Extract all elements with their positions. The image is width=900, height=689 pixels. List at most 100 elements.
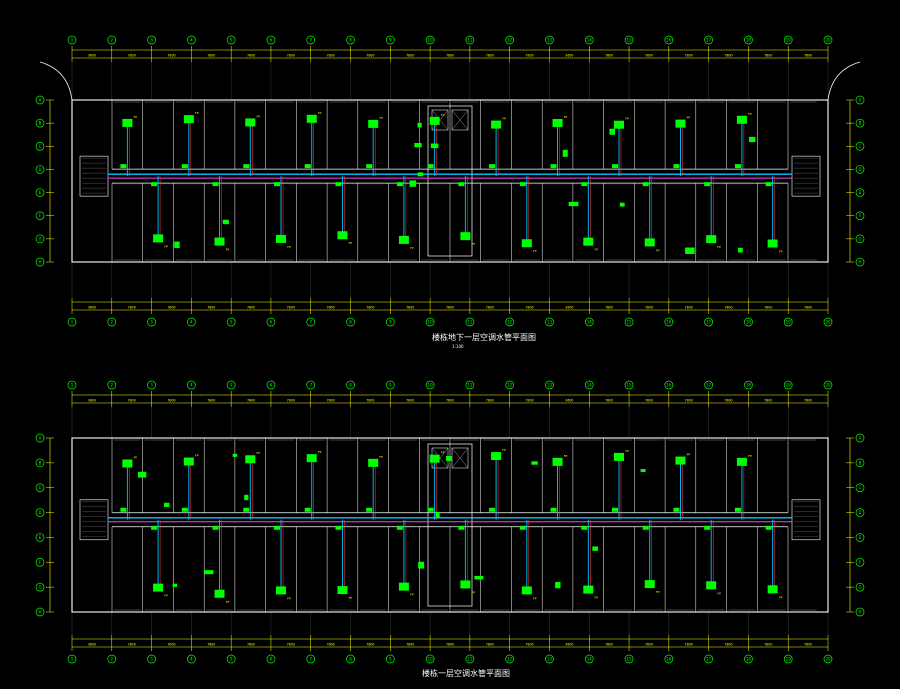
equipment-tag: FP [625,117,629,121]
valve-tag [519,182,526,187]
dimension-text-bottom: 7800 [327,643,335,647]
equipment-tag: FP [318,450,322,454]
axis-bubble-bottom [425,654,435,664]
fan-coil-unit [183,457,194,466]
equipment-block [446,456,452,461]
dimension-text-top: 7800 [605,399,613,403]
axis-bubble-top [465,35,475,45]
axis-bubble-bottom-label: 3 [150,657,153,662]
axis-bubble-top-label: 19 [786,383,792,388]
axis-bubble-top-label: 4 [190,38,193,43]
axis-bubble-right-label: H [858,260,861,265]
axis-bubble-bottom [744,317,753,327]
valve-tag [120,164,127,169]
valve-tag [120,507,127,512]
dimension-text-top: 7800 [764,399,772,403]
axis-bubble-top [664,380,674,390]
equipment-block [474,575,484,580]
fan-coil-unit [245,455,256,464]
valve-tag [304,507,311,512]
axis-bubble-right-label: F [859,560,862,565]
valve-tag [519,525,526,530]
dimension-text-bottom: 7800 [605,643,613,647]
axis-bubble-bottom [306,317,316,327]
axis-bubble-top [187,35,196,45]
equipment-tag: FP [779,595,783,599]
axis-bubble-bottom-label: 11 [467,657,473,662]
axis-bubble-right-label: A [859,436,862,441]
axis-bubble-top-label: 15 [627,38,633,43]
axis-bubble-left-label: A [39,98,42,103]
axis-bubble-top-label: 16 [666,383,672,388]
first-floor-plan-title: 楼栋一层空调水管平面图 [422,669,510,678]
dimension-text-bottom: 7800 [366,643,374,647]
valve-tag [427,164,434,169]
axis-bubble-bottom-label: 15 [627,320,633,325]
axis-bubble-top [584,35,594,45]
axis-bubble-right-label: F [859,213,862,218]
axis-bubble-top-label: 3 [150,383,153,388]
fan-coil-unit [460,580,471,589]
fan-coil-unit [552,457,563,466]
valve-tag [581,182,588,187]
axis-bubble-bottom-label: 10 [428,657,434,662]
axis-bubble-top-label: 11 [467,38,473,43]
axis-bubble-right-label: D [858,167,861,172]
axis-bubble-top [425,380,435,390]
valve-tag [243,507,250,512]
equipment-tag: FP [349,596,353,600]
dimension-text-bottom: 7800 [167,306,175,310]
axis-bubble-left [35,188,45,197]
axis-bubble-bottom-label: 14 [587,657,593,662]
axis-bubble-top [624,35,634,45]
axis-bubble-top [147,380,156,390]
fan-coil-unit [214,589,225,598]
equipment-tag: FP [748,454,752,458]
equipment-tag: FP [256,114,260,118]
equipment-block [172,583,178,587]
elevator-cross [451,447,469,469]
axis-bubble-bottom [266,317,276,327]
axis-bubble-bottom-label: 13 [547,657,553,662]
fan-coil-unit [644,580,655,589]
dimension-text-top: 7800 [406,399,414,403]
dimension-text-bottom: 7800 [406,643,414,647]
axis-bubble-bottom [704,317,713,327]
axis-bubble-left [35,458,45,468]
axis-bubble-left-label: D [38,167,41,172]
axis-bubble-bottom [783,317,793,327]
axis-bubble-top [306,35,316,45]
axis-bubble-left-label: A [39,436,42,441]
axis-bubble-bottom [385,317,395,327]
axis-bubble-bottom [744,654,753,664]
axis-bubble-right [855,234,865,244]
axis-bubble-bottom [385,654,395,664]
axis-bubble-left [35,533,45,542]
axis-bubble-bottom [465,317,475,327]
axis-bubble-right [855,211,865,221]
axis-bubble-top [704,380,713,390]
axis-bubble-top-label: 8 [349,38,352,43]
valve-tag [489,164,496,169]
axis-bubble-bottom [147,654,156,664]
valve-tag [243,164,250,169]
axis-bubble-bottom-label: 5 [230,320,233,325]
dimension-text-bottom: 7800 [247,643,255,647]
equipment-block [619,202,625,207]
valve-tag [765,525,772,530]
axis-bubble-top [744,380,753,390]
axis-bubble-top-label: 1 [71,38,74,43]
axis-bubble-right-label: H [858,610,861,615]
equipment-block [417,172,424,177]
axis-bubble-bottom [505,317,515,327]
axis-bubble-left [35,141,45,151]
fan-coil-unit [706,235,717,244]
axis-bubble-top-label: 5 [230,383,233,388]
dimension-text-top: 7800 [804,399,812,403]
axis-bubble-top [584,380,594,390]
fan-coil-unit [521,586,532,595]
equipment-block [204,570,214,575]
axis-bubble-top [226,380,236,390]
dimension-text-bottom: 7800 [287,643,295,647]
fan-coil-unit [122,118,133,127]
